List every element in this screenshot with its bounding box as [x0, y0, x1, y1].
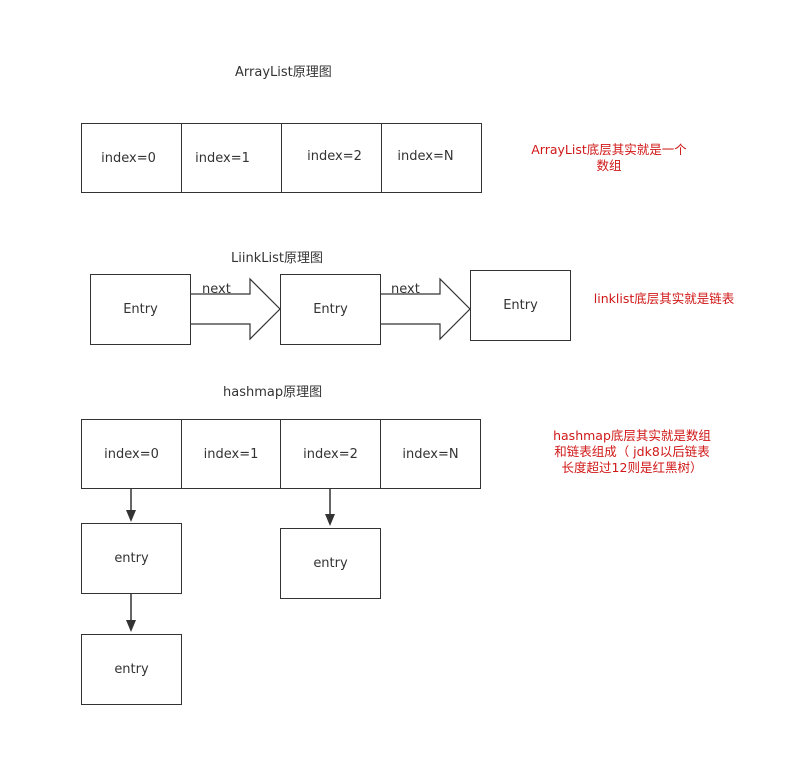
entry1-to-entry2-arrowhead — [126, 620, 136, 632]
hashmap-bucket-n: index=N — [380, 419, 481, 489]
hashmap-bucket-label: index=1 — [203, 446, 259, 462]
hashmap-title: hashmap原理图 — [223, 385, 323, 400]
arraylist-note-line: ArrayList底层其实就是一个 — [531, 142, 687, 157]
linklist-node-2: Entry — [280, 274, 381, 345]
bucket2-to-entry-arrowhead — [325, 514, 335, 526]
next-label-2: next — [391, 282, 420, 297]
hashmap-note: hashmap底层其实就是数组 和链表组成（ jdk8以后链表 长度超过12则是… — [540, 428, 724, 476]
hashmap-entry-label: entry — [114, 551, 149, 566]
arraylist-cell-label: index=0 — [101, 150, 156, 166]
bucket0-to-entry1-arrowhead — [126, 510, 136, 522]
hashmap-entry-label: entry — [114, 662, 149, 677]
linklist-node-label: Entry — [503, 298, 538, 313]
hashmap-bucket-label: index=0 — [104, 446, 159, 462]
arraylist-cell-1: index=1 — [181, 123, 282, 193]
arraylist-cell-n: index=N — [381, 123, 482, 193]
hashmap-entry-bucket2: entry — [280, 528, 381, 599]
arraylist-cell-label: index=1 — [195, 150, 250, 166]
hashmap-note-line: hashmap底层其实就是数组 — [553, 428, 711, 443]
hashmap-bucket-label: index=N — [402, 446, 459, 462]
linklist-node-label: Entry — [123, 302, 158, 317]
hashmap-bucket-label: index=2 — [303, 446, 358, 462]
hashmap-entry-label: entry — [313, 556, 348, 571]
linklist-node-label: Entry — [313, 302, 348, 317]
hashmap-bucket-1: index=1 — [181, 419, 281, 489]
arraylist-title: ArrayList原理图 — [235, 65, 332, 80]
hashmap-entry-bucket0-1: entry — [81, 523, 182, 594]
arraylist-note: ArrayList底层其实就是一个 数组 — [526, 142, 692, 174]
hashmap-note-line: 和链表组成（ jdk8以后链表 — [554, 444, 710, 459]
hashmap-bucket-2: index=2 — [280, 419, 381, 489]
linklist-node-1: Entry — [90, 274, 191, 345]
hashmap-bucket-0: index=0 — [81, 419, 182, 489]
arraylist-cell-0: index=0 — [81, 123, 182, 193]
next-arrow-2 — [379, 277, 471, 341]
arraylist-cell-label: index=N — [397, 148, 454, 164]
arraylist-cell-2: index=2 — [281, 123, 382, 193]
hashmap-entry-bucket0-2: entry — [81, 634, 182, 705]
arraylist-note-line: 数组 — [596, 158, 622, 173]
linklist-title: LiinkList原理图 — [231, 251, 323, 266]
next-arrow-1 — [189, 277, 281, 341]
linklist-note: linklist底层其实就是链表 — [593, 291, 735, 306]
hashmap-note-line: 长度超过12则是红黑树） — [561, 460, 703, 475]
next-label-1: next — [202, 282, 231, 297]
arraylist-cell-label: index=2 — [307, 148, 362, 164]
linklist-node-3: Entry — [470, 270, 571, 341]
